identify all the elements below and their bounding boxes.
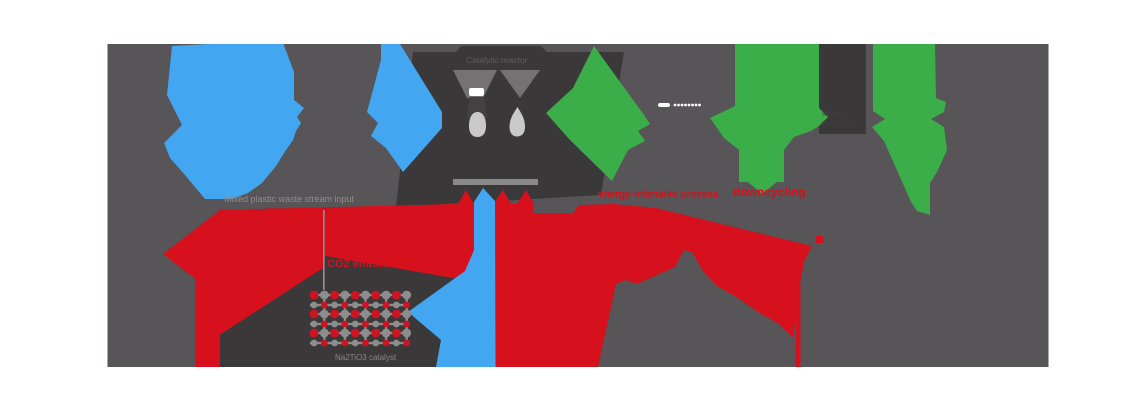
svg-text:downcycling: downcycling [733,185,806,199]
svg-text:Mixed plastic waste stream inp: Mixed plastic waste stream input [224,194,355,204]
svg-text:CO2 emission: CO2 emission [327,258,401,270]
svg-text:energy-intensive process: energy-intensive process [598,189,719,200]
svg-text:Na2TiO3 catalyst: Na2TiO3 catalyst [335,353,397,362]
svg-text:Mixed: Mixed [822,109,843,118]
svg-text:landfilling & incineration: landfilling & incineration [250,206,355,216]
svg-text:products: products [822,119,853,128]
svg-text:Catalytic reactor: Catalytic reactor [466,55,528,65]
